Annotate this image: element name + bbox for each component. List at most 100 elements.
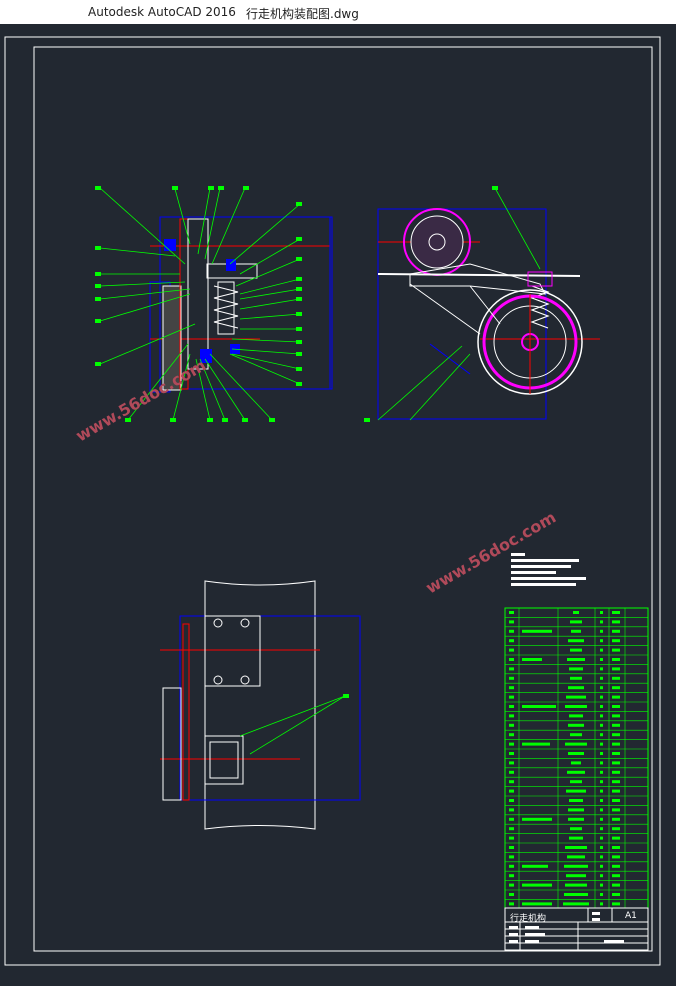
parts-row-material: [612, 836, 620, 840]
parts-row-material: [612, 883, 620, 887]
parts-row-index: [509, 770, 514, 774]
parts-row-material: [612, 676, 620, 680]
parts-row-index: [509, 789, 514, 793]
plan-label-tag: [343, 694, 349, 698]
parts-row-code: [522, 629, 552, 633]
side-leader-lines: [377, 187, 541, 421]
outer-frame: [4, 36, 661, 966]
parts-row-index: [509, 817, 514, 821]
parts-row-name: [570, 780, 582, 784]
side-frame-arm: [409, 263, 546, 295]
side-pulley-inner: [410, 215, 464, 269]
plan-bolt-2: [240, 618, 250, 628]
parts-row-index: [509, 667, 514, 671]
parts-row-name: [564, 893, 588, 896]
parts-row-material: [612, 817, 620, 821]
parts-row-qty: [600, 874, 603, 878]
parts-row-material: [612, 902, 620, 906]
parts-row-qty: [600, 883, 603, 887]
parts-row-qty: [600, 676, 603, 680]
parts-row-index: [509, 874, 514, 878]
parts-row-name: [568, 808, 584, 812]
parts-row-material: [612, 874, 620, 878]
parts-row-index: [509, 611, 514, 614]
side-dim-diag: [429, 343, 471, 375]
parts-row-qty: [600, 723, 603, 727]
front-spring: [213, 285, 239, 329]
inner-frame: [33, 46, 653, 952]
title-block: [504, 907, 649, 951]
parts-row-name: [573, 611, 579, 614]
parts-row-name: [570, 676, 582, 680]
parts-row-material: [612, 639, 620, 643]
parts-row-material: [612, 808, 620, 812]
parts-row-name: [568, 686, 584, 690]
parts-row-name: [565, 705, 587, 708]
parts-row-index: [509, 752, 514, 755]
parts-row-material: [612, 695, 620, 699]
parts-row-material: [612, 686, 620, 690]
parts-row-material: [612, 648, 620, 652]
drawing-canvas[interactable]: www.56doc.com www.56doc.com 行走机构 A1: [0, 24, 676, 986]
window-titlebar: Autodesk AutoCAD 2016 行走机构装配图.dwg: [0, 0, 676, 24]
technical-notes: [511, 553, 586, 586]
drawing-svg: www.56doc.com www.56doc.com: [4, 36, 661, 966]
parts-row-name: [569, 836, 583, 840]
side-support-2: [469, 285, 501, 325]
parts-row-index: [509, 827, 514, 831]
parts-row-qty: [600, 733, 603, 737]
parts-row-qty: [600, 902, 603, 906]
plan-pulley-housing: [204, 615, 261, 687]
parts-row-material: [612, 620, 620, 624]
side-label-tags: [364, 186, 498, 422]
plan-spring-housing: [204, 735, 244, 785]
plan-axle: [182, 623, 190, 801]
parts-row-material: [612, 789, 620, 793]
plan-bolt-1: [213, 618, 223, 628]
parts-row-index: [509, 648, 514, 652]
parts-row-qty: [600, 620, 603, 624]
parts-row-qty: [600, 855, 603, 859]
parts-row-qty: [600, 667, 603, 671]
parts-row-index: [509, 836, 514, 840]
parts-row-name: [570, 648, 582, 652]
parts-row-code: [522, 658, 542, 661]
title-block-name: 行走机构: [510, 914, 547, 924]
parts-row-qty: [600, 714, 603, 718]
parts-row-index: [509, 893, 514, 896]
parts-row-index: [509, 902, 514, 906]
parts-table-grid: [505, 608, 648, 908]
parts-row-name: [566, 874, 586, 878]
parts-row-qty: [600, 695, 603, 699]
file-title: 行走机构装配图.dwg: [246, 7, 359, 21]
side-main-beam: [377, 273, 581, 277]
parts-row-index: [509, 864, 514, 868]
side-support-1: [409, 283, 481, 335]
parts-row-material: [612, 723, 620, 727]
parts-row-qty: [600, 846, 603, 849]
parts-row-name: [569, 714, 583, 718]
parts-row-index: [509, 723, 514, 727]
plan-wheel: [162, 687, 182, 801]
parts-row-qty: [600, 705, 603, 708]
app-title: Autodesk AutoCAD 2016: [88, 5, 236, 19]
parts-row-name: [568, 817, 584, 821]
parts-row-material: [612, 799, 620, 802]
parts-row-qty: [600, 761, 603, 765]
front-nut-3: [164, 239, 176, 251]
parts-row-qty: [600, 864, 603, 868]
parts-row-material: [612, 780, 620, 784]
parts-row-qty: [600, 770, 603, 774]
plan-bolt-4: [240, 675, 250, 685]
parts-row-material: [612, 827, 620, 831]
parts-row-code: [522, 742, 550, 746]
parts-row-material: [612, 893, 620, 896]
parts-table-border: [504, 607, 649, 909]
parts-row-index: [509, 780, 514, 784]
side-view-outline: [377, 208, 547, 420]
parts-row-index: [509, 733, 514, 737]
parts-row-name: [567, 658, 585, 661]
parts-row-index: [509, 676, 514, 680]
parts-row-index: [509, 620, 514, 624]
side-spring-top: [527, 271, 553, 287]
